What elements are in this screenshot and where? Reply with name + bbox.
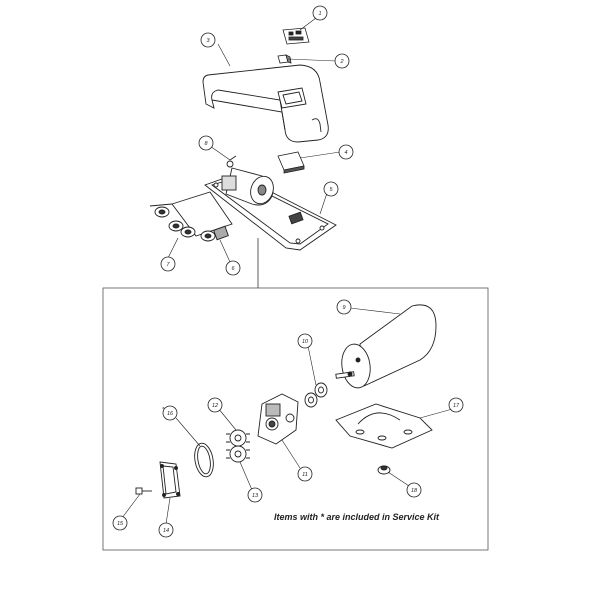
callout-15: 15	[117, 521, 124, 527]
part-o-ring	[194, 442, 214, 478]
part-motor-bracket	[335, 403, 433, 449]
callout-11: 11	[302, 472, 308, 478]
part-cover-plate	[159, 461, 181, 499]
service-detail-box	[102, 287, 489, 551]
part-screw	[135, 487, 152, 495]
callout-16: 16	[167, 411, 174, 417]
part-manifold-fittings	[149, 191, 233, 242]
callout-4: 4	[344, 150, 347, 156]
callout-1: 1	[318, 11, 321, 17]
part-cover	[202, 64, 329, 143]
callout-16-service-marker: *	[162, 407, 165, 413]
part-washers	[304, 382, 328, 408]
callout-13: 13	[252, 493, 259, 499]
callout-7: 7	[166, 262, 170, 268]
callout-3: 3	[206, 38, 210, 44]
part-motor	[335, 304, 437, 389]
callout-8: 8	[204, 141, 208, 147]
callout-circles	[112, 5, 464, 538]
part-pressure-switch-motor	[221, 155, 274, 206]
callout-12: 12	[212, 403, 218, 409]
part-pump-head	[257, 393, 299, 445]
callout-18: 18	[411, 488, 418, 494]
callout-10: 10	[302, 339, 309, 345]
part-label-plate	[282, 27, 310, 45]
callout-6: 6	[231, 266, 235, 272]
callout-9: 9	[342, 305, 345, 311]
part-impeller-gears	[226, 429, 250, 463]
callout-leaders	[121, 17, 457, 525]
part-grommet	[377, 465, 391, 475]
callout-2: 2	[339, 59, 343, 65]
service-kit-note: Items with * are included in Service Kit	[274, 512, 440, 522]
callout-17: 17	[453, 403, 460, 409]
part-circuit-board	[277, 151, 305, 174]
callout-14: 14	[163, 528, 169, 534]
callout-5: 5	[329, 187, 333, 193]
